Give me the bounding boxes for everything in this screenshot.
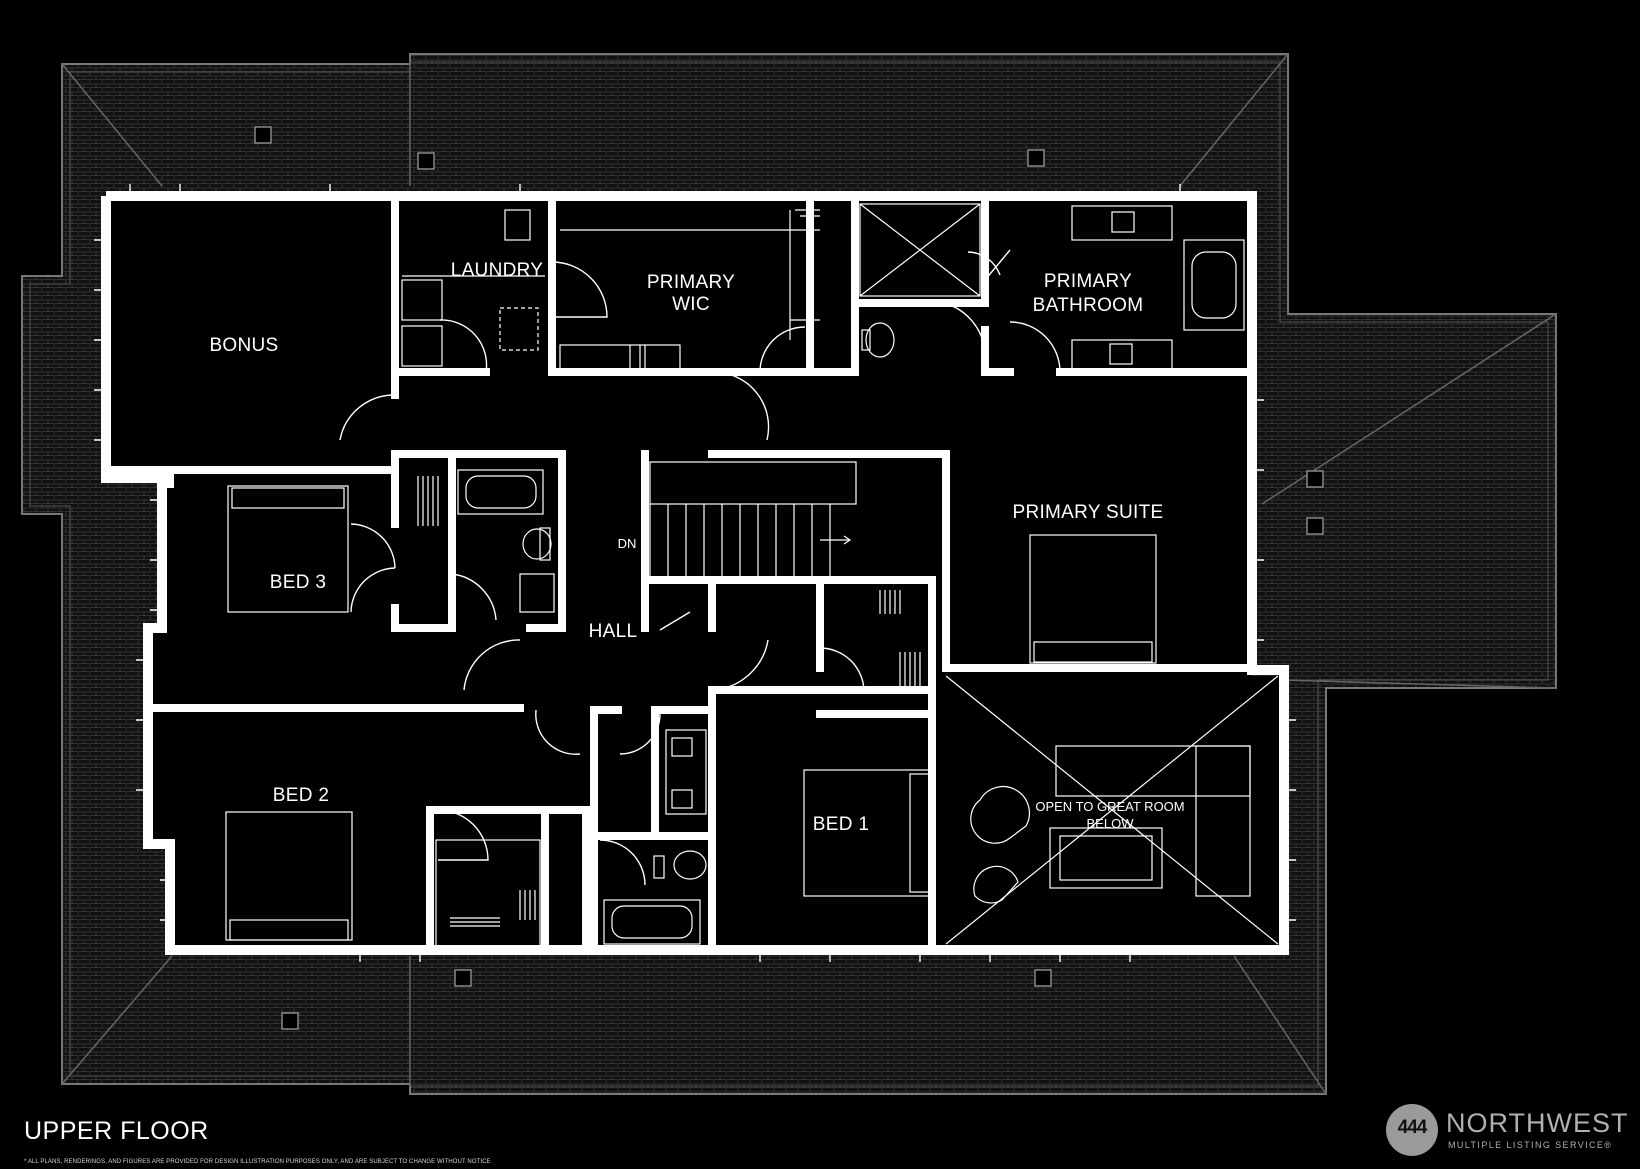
label-primary-wic-2: WIC (672, 294, 710, 315)
label-hall: HALL (589, 621, 638, 642)
label-bonus: BONUS (209, 335, 278, 356)
label-laundry: LAUNDRY (451, 260, 544, 281)
label-primary-bath-2: BATHROOM (1033, 295, 1144, 316)
label-bed1: BED 1 (813, 814, 869, 835)
fixtures (225, 203, 1279, 947)
label-open-below: BELOW (1087, 816, 1135, 831)
room-labels: LAUNDRY PRIMARY WIC PRIMARY BATHROOM BON… (209, 260, 1184, 835)
door-swings (339, 249, 1061, 886)
logo-subtitle: MULTIPLE LISTING SERVICE® (1448, 1140, 1613, 1150)
house-footprint (106, 196, 1284, 950)
label-dn: DN (618, 536, 637, 551)
label-primary-bath-1: PRIMARY (1044, 271, 1132, 292)
roof-vents (254, 126, 1324, 1030)
label-open-to-great-room: OPEN TO GREAT ROOM (1035, 799, 1184, 814)
logo-mark-icon: 444 (1386, 1104, 1438, 1156)
nwmls-logo: 444 NORTHWEST MULTIPLE LISTING SERVICE® (1386, 1104, 1629, 1160)
label-primary-wic-1: PRIMARY (647, 272, 735, 293)
label-primary-suite: PRIMARY SUITE (1012, 502, 1163, 523)
disclaimer-text: * ALL PLANS, RENDERINGS, AND FIGURES ARE… (24, 1159, 491, 1165)
windows (94, 184, 1296, 962)
label-bed2: BED 2 (273, 785, 329, 806)
label-bed3: BED 3 (270, 572, 326, 593)
interior-walls (102, 192, 1256, 954)
floor-title: UPPER FLOOR (24, 1117, 209, 1145)
logo-name: NORTHWEST (1446, 1108, 1629, 1138)
